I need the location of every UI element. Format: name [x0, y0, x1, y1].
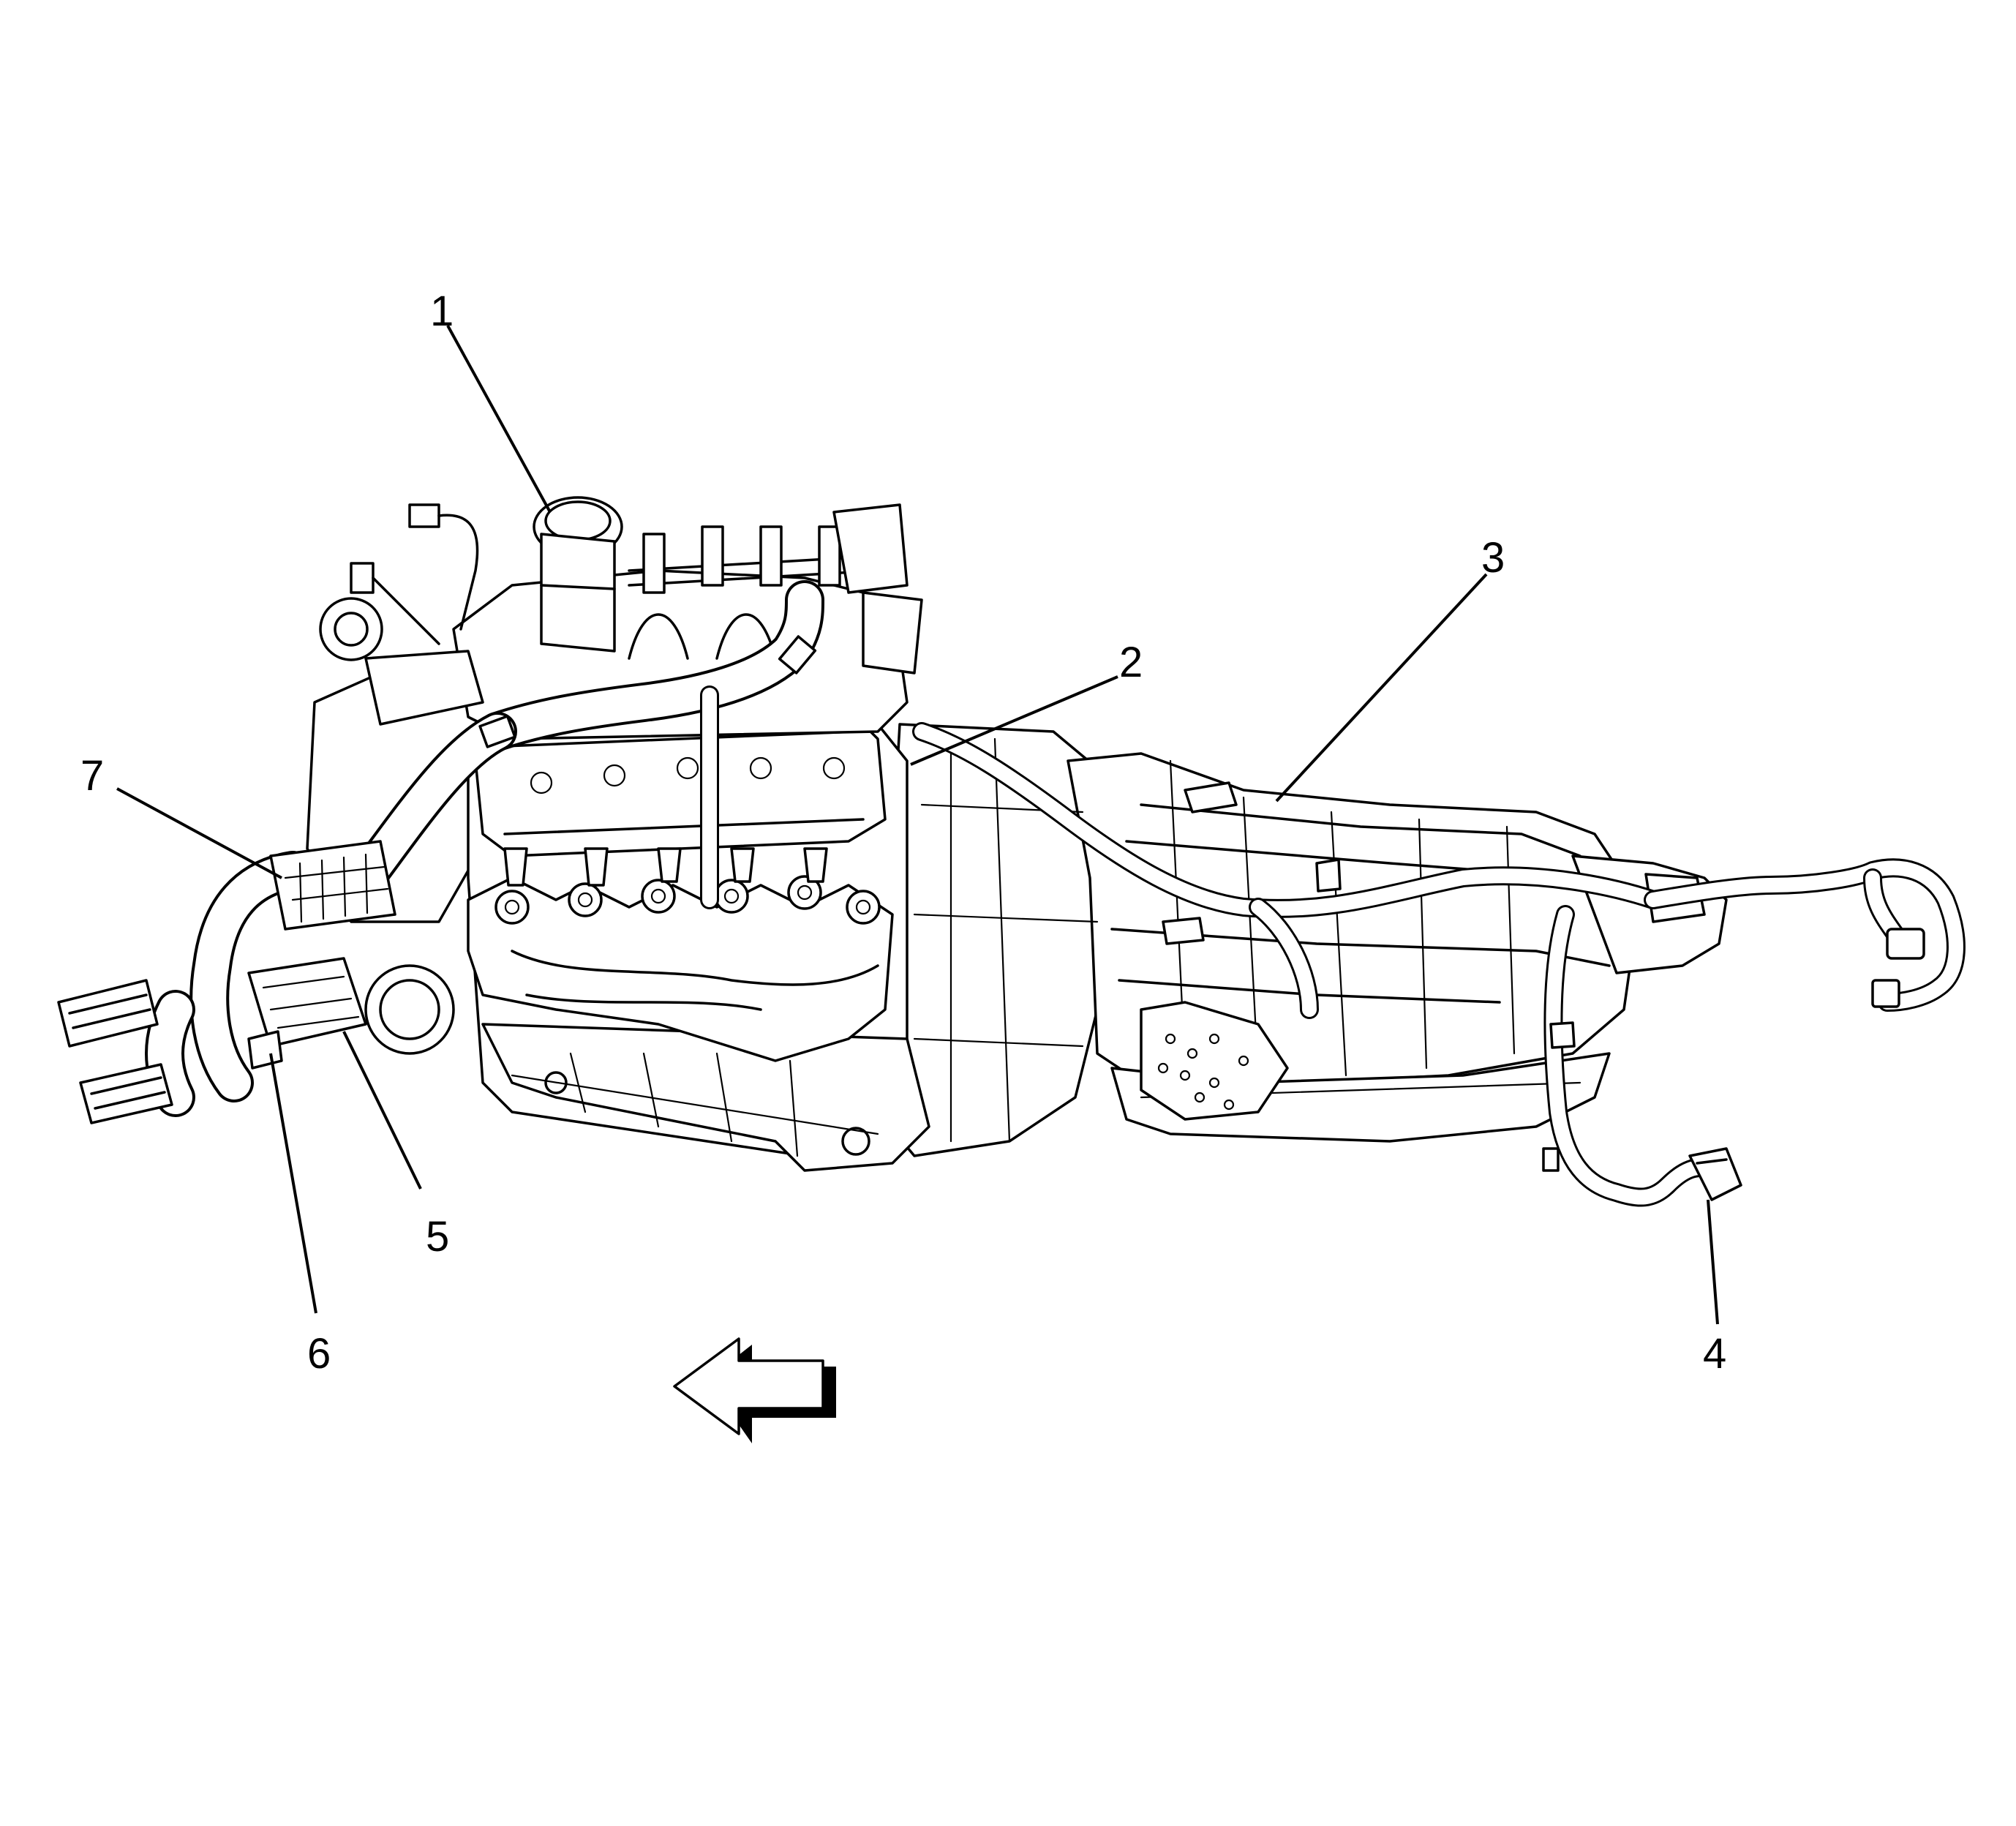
- engine-block: [306, 672, 930, 1172]
- callout-labels: 1 2 3 4 5 6 7: [80, 288, 1726, 1378]
- leader-6: [269, 1053, 317, 1314]
- wiring-harness-main: [346, 580, 1966, 1207]
- leader-3: [1275, 573, 1488, 803]
- callout-7: 7: [80, 752, 104, 800]
- transmission-assembly: [876, 723, 1728, 1157]
- callout-5: 5: [426, 1213, 449, 1260]
- leader-1: [446, 325, 552, 513]
- leader-7: [116, 787, 282, 879]
- callout-6: 6: [307, 1330, 331, 1378]
- callout-1: 1: [430, 288, 454, 335]
- callout-3: 3: [1481, 534, 1505, 582]
- leader-lines: [116, 325, 1719, 1325]
- arrow-left-icon: [673, 1337, 836, 1443]
- leader-4: [1707, 1199, 1719, 1325]
- leader-5: [342, 1031, 422, 1190]
- front-harness-branch: [57, 840, 455, 1124]
- leader-2: [910, 675, 1118, 766]
- callout-4: 4: [1703, 1330, 1726, 1378]
- callout-2: 2: [1119, 639, 1143, 686]
